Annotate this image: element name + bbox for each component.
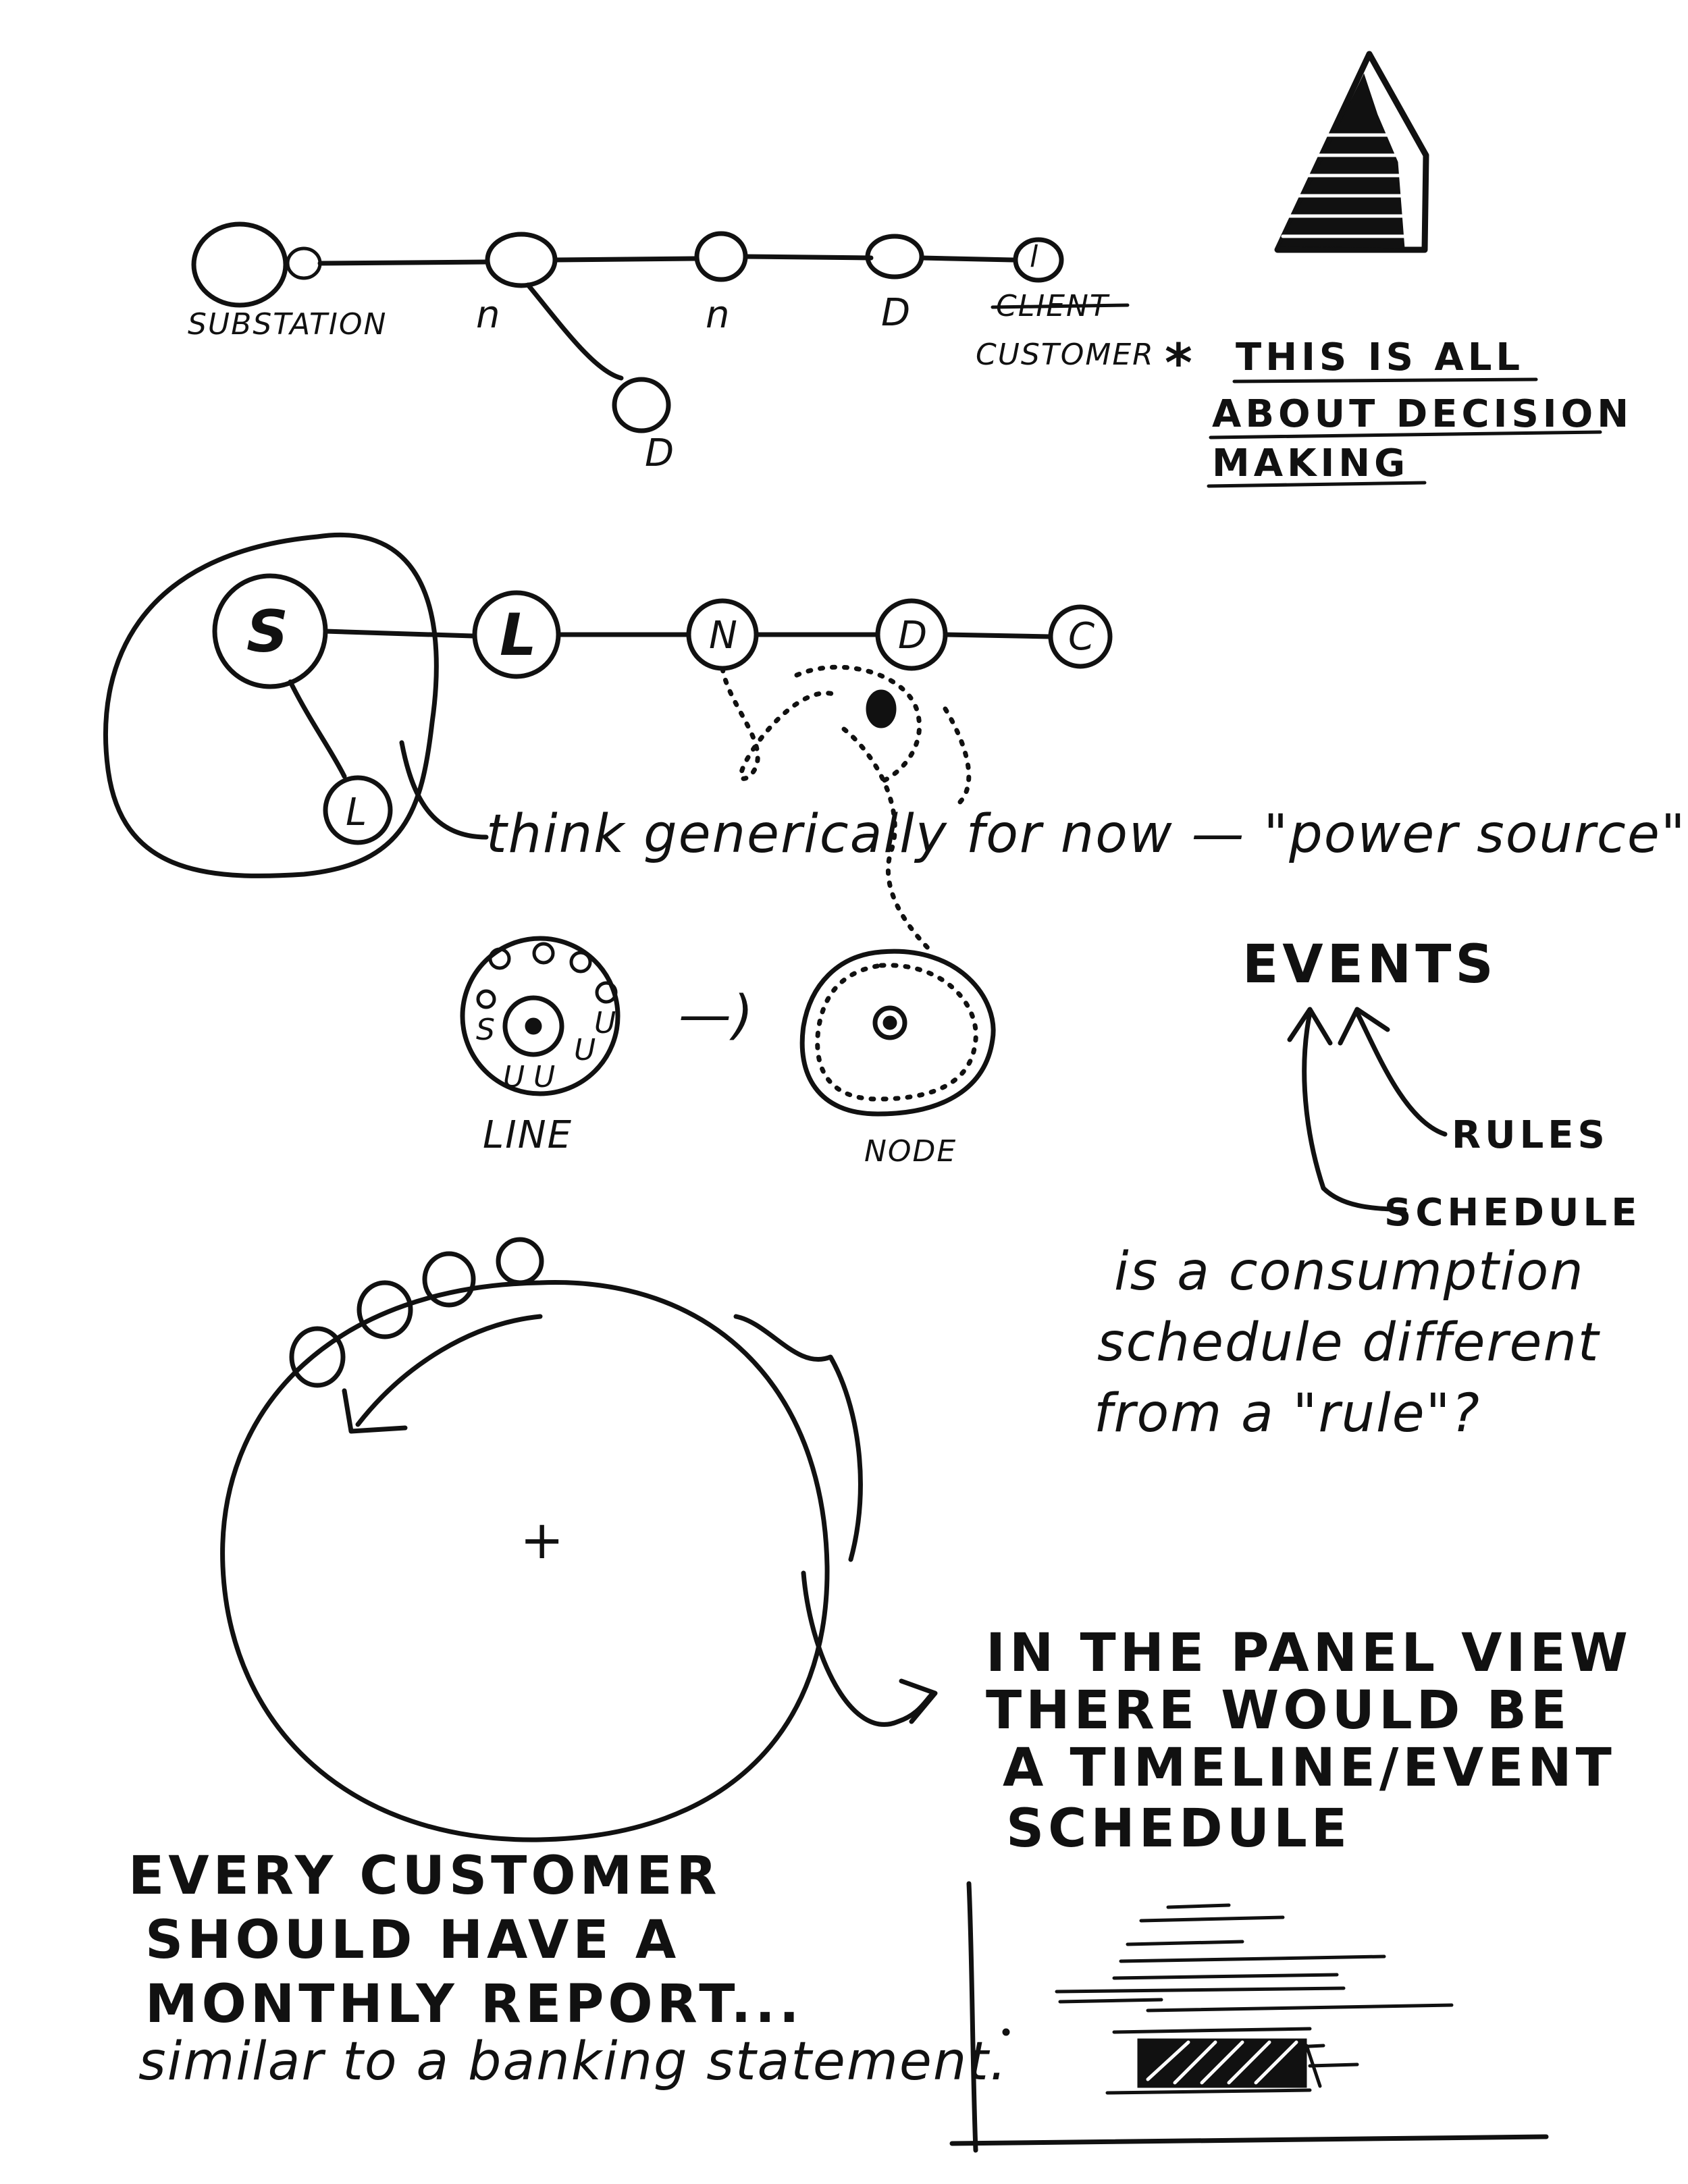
line-view-letter-u4: U <box>594 1006 617 1040</box>
question-line-2: schedule different <box>1097 1312 1600 1373</box>
line-to-node-arrow: —) <box>679 985 754 1046</box>
panel-line-3: A TIMELINE/EVENT <box>1003 1738 1616 1799</box>
line-view-core <box>502 995 564 1057</box>
timeline-y-axis <box>966 1881 978 2153</box>
chain-node-l-label: L <box>500 602 538 669</box>
decision-note: * THIS IS ALL ABOUT DECISION MAKING <box>1165 334 1633 488</box>
chain-node-c <box>1048 604 1113 669</box>
decision-asterisk: * <box>1165 334 1196 394</box>
chain-node-s-label: S <box>246 598 290 666</box>
line-view-label: LINE <box>483 1113 573 1157</box>
rules-label: RULES <box>1452 1113 1609 1157</box>
house-icon <box>1274 51 1429 253</box>
inner-node-l-label: L <box>346 791 368 834</box>
zoom-focus-dot <box>866 689 897 728</box>
wheel-to-panel-arrow <box>801 1570 934 1727</box>
top-chain-diagram: SUBSTATION n n D l D CLIENT CUSTOMER <box>188 221 1155 475</box>
customer-wheel-diagram: + <box>220 1237 938 1842</box>
top-chain-node-3 <box>865 234 924 279</box>
wheel-center-mark: + <box>520 1510 565 1571</box>
question-line-1: is a consumption <box>1114 1242 1585 1302</box>
substation-connector <box>286 246 322 280</box>
wheel-bead-1 <box>289 1326 346 1388</box>
node-view-diagram: NODE <box>799 949 996 1169</box>
question-line-3: from a "rule"? <box>1094 1383 1481 1444</box>
chain-node-d-label: D <box>898 614 928 658</box>
inner-node-l <box>323 775 393 845</box>
panel-line-1: IN THE PANEL VIEW <box>986 1623 1632 1684</box>
line-view-circle <box>460 936 621 1096</box>
top-chain-node-4 <box>1013 237 1064 283</box>
second-chain-diagram: S L N D C L <box>103 533 1113 878</box>
top-chain-node-2 <box>694 231 748 282</box>
events-diagram: EVENTS RULES SCHEDULE <box>1242 934 1641 1235</box>
line-view-letter-s: S <box>476 1013 496 1047</box>
panel-note: IN THE PANEL VIEW THERE WOULD BE A TIMEL… <box>986 1623 1632 1859</box>
line-view-letter-u2: U <box>533 1060 556 1094</box>
events-label: EVENTS <box>1242 934 1498 995</box>
top-chain-branch-node <box>612 377 671 433</box>
customer-label: CUSTOMER <box>976 338 1155 372</box>
panel-line-4: SCHEDULE <box>1006 1799 1351 1859</box>
wheel-bead-2 <box>357 1280 413 1339</box>
line-view-letter-u1: U <box>503 1060 526 1094</box>
decision-line-1: THIS IS ALL <box>1236 336 1524 379</box>
decision-line-2: ABOUT DECISION <box>1212 392 1633 436</box>
top-chain-node-1 <box>485 232 558 288</box>
panel-line-2: THERE WOULD BE <box>986 1680 1571 1741</box>
schedule-label: SCHEDULE <box>1384 1191 1641 1235</box>
node-view-circle <box>799 949 996 1117</box>
schedule-arrow <box>1302 1010 1407 1213</box>
timeline-panel-sketch <box>949 1881 1549 2153</box>
substation-node <box>191 221 288 308</box>
top-chain-node-3-label: D <box>881 291 912 335</box>
substation-label: SUBSTATION <box>188 307 387 342</box>
timeline-x-axis <box>949 2134 1549 2146</box>
top-chain-branch-label: D <box>645 431 675 475</box>
decision-line-3: MAKING <box>1212 442 1409 485</box>
strike-through-line <box>991 303 1130 309</box>
power-source-note: think generically for now — "power sourc… <box>486 804 1687 865</box>
top-chain-node-1-label: n <box>476 293 502 337</box>
zoom-dotted-trail <box>720 664 972 955</box>
customer-report-note: EVERY CUSTOMER SHOULD HAVE A MONTHLY REP… <box>128 1846 1008 2092</box>
question-note: is a consumption schedule different from… <box>1094 1242 1600 1444</box>
line-view-diagram: S U U U U LINE <box>460 936 621 1157</box>
rules-arrow <box>1354 1010 1448 1137</box>
top-chain-node-2-label: n <box>706 293 731 337</box>
customer-note-line-4: similar to a banking statement. <box>138 2031 1008 2092</box>
wheel-bead-4 <box>496 1237 544 1285</box>
line-view-letter-u3: U <box>574 1033 597 1067</box>
chain-node-c-label: C <box>1068 615 1096 659</box>
customer-note-line-3: MONTHLY REPORT... <box>145 1974 803 2035</box>
customer-note-line-2: SHOULD HAVE A <box>145 1910 680 1971</box>
wheel-bead-3 <box>422 1251 476 1308</box>
wheel-circle <box>220 1280 830 1842</box>
top-chain-node-4-label: l <box>1030 240 1039 274</box>
chain-node-n-label: N <box>709 614 739 658</box>
customer-note-line-1: EVERY CUSTOMER <box>128 1846 721 1907</box>
node-view-label: NODE <box>864 1134 957 1169</box>
wheel-rotation-arrow <box>355 1314 543 1427</box>
